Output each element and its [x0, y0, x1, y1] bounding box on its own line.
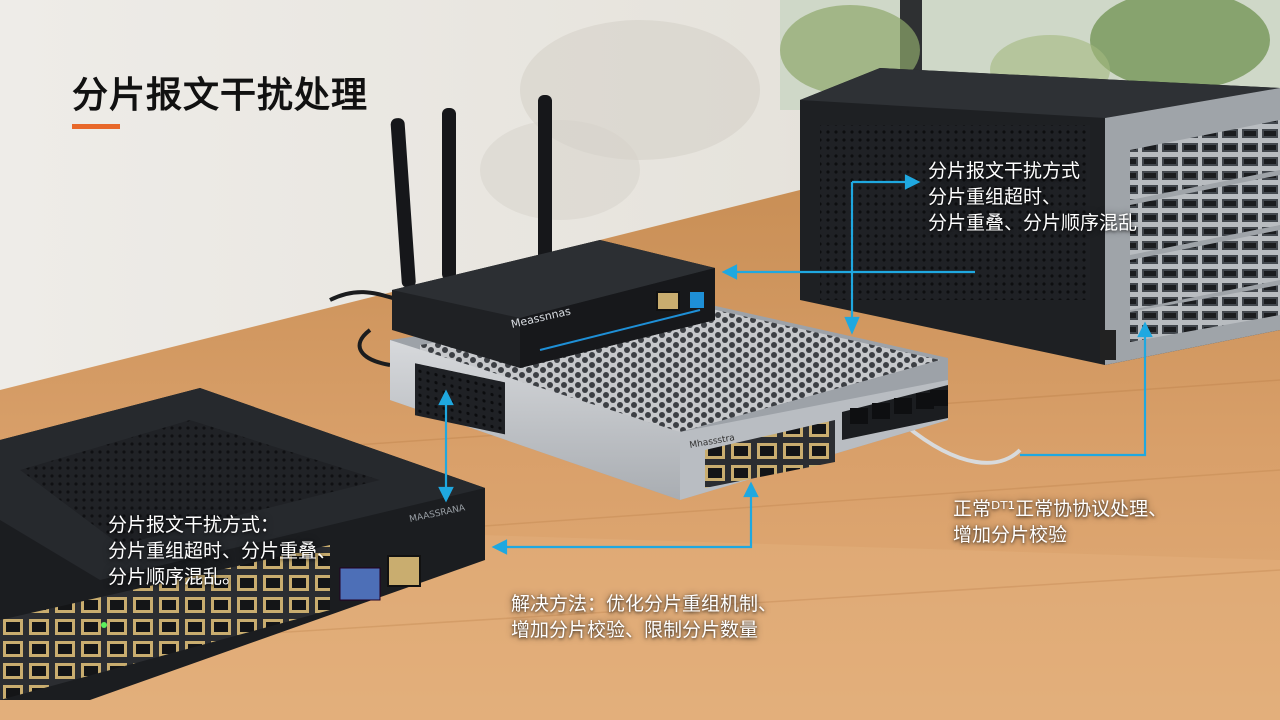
- annotation-line: 分片报文干扰方式: [928, 160, 1081, 182]
- annotation-line: 增加分片校验: [953, 524, 1068, 546]
- antenna-icon: [538, 95, 552, 270]
- annotation-line: 分片重叠、分片顺序混乱: [928, 212, 1138, 234]
- annotation-line: 正常ᴰᵀ¹正常协协议处理、: [953, 498, 1168, 520]
- left-switch: [0, 388, 485, 700]
- annotation-left: 分片报文干扰方式： 分片重组超时、分片重叠、 分片顺序混乱。: [108, 512, 336, 590]
- rack-switch: [800, 68, 1280, 365]
- annotation-bottom: 解决方法：优化分片重组机制、 增加分片校验、限制分片数量: [511, 591, 777, 643]
- antenna-icon: [442, 108, 456, 280]
- annotation-top-right: 分片报文干扰方式 分片重组超时、 分片重叠、分片顺序混乱: [928, 158, 1137, 236]
- annotation-line: 增加分片校验、限制分片数量: [511, 619, 759, 641]
- annotation-right: 正常ᴰᵀ¹正常协协议处理、 增加分片校验: [953, 496, 1167, 548]
- annotation-line: 分片重组超时、分片重叠、: [108, 540, 337, 562]
- page-title: 分片报文干扰处理: [72, 75, 369, 116]
- title-accent-bar: [72, 124, 120, 129]
- wireless-router: [390, 95, 715, 368]
- ethernet-port-icon: [656, 291, 680, 311]
- annotation-line: 解决方法：优化分片重组机制、: [511, 593, 778, 615]
- annotation-line: 分片报文干扰方式：: [108, 514, 280, 536]
- annotation-line: 分片顺序混乱。: [108, 566, 242, 588]
- arrow-icon: [904, 174, 921, 190]
- annotation-line: 分片重组超时、: [928, 186, 1062, 208]
- antenna-icon: [390, 118, 416, 288]
- connector-arrows: [438, 174, 1153, 555]
